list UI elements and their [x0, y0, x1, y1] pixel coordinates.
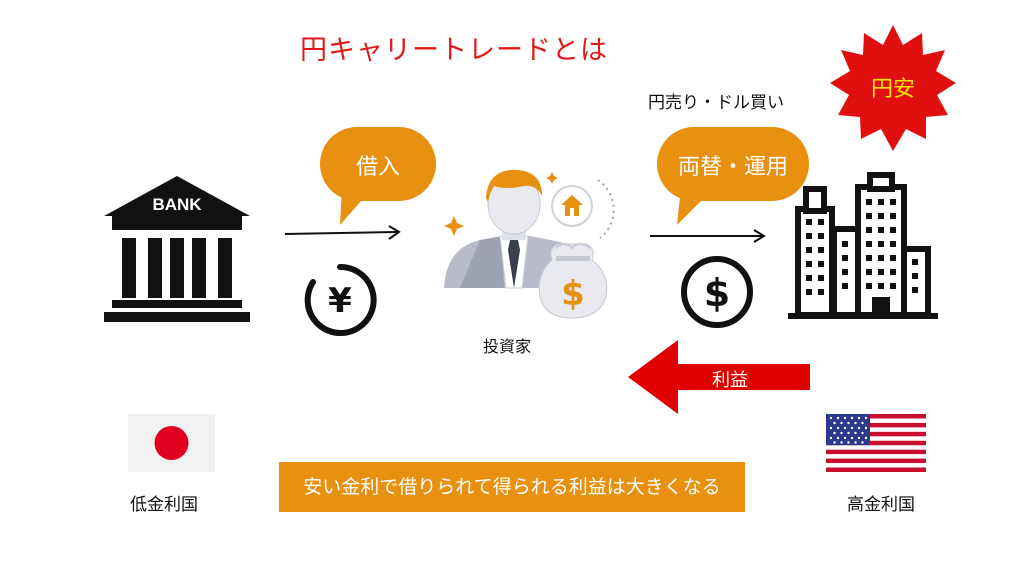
svg-text:¥: ¥	[328, 281, 352, 321]
japan-flag-icon	[128, 414, 215, 472]
bank-icon: BANK	[104, 176, 250, 322]
borrow-speech-bubble: 借入	[320, 127, 436, 225]
exchange-label: 両替・運用	[677, 155, 788, 180]
yen-weak-burst: 円安	[830, 25, 956, 151]
buildings-icon	[788, 172, 938, 319]
speech-bubble-icon	[320, 127, 436, 225]
burst-icon	[830, 25, 956, 151]
us-flag-icon	[826, 414, 926, 472]
investor-label: 投資家	[483, 337, 532, 356]
profit-label: 利益	[712, 370, 748, 391]
yen-weak-label: 円安	[870, 77, 915, 102]
profit-arrow-icon	[628, 340, 810, 414]
arrow-right-icon	[650, 229, 766, 243]
sell-yen-buy-dollar-label: 円売り・ドル買い	[648, 93, 784, 113]
investor-icon: $	[444, 169, 615, 319]
speech-bubble-icon	[657, 127, 809, 225]
page-title: 円キャリートレードとは	[300, 35, 608, 66]
summary-banner: 安い金利で借りられて得られる利益は大きくなる	[279, 462, 745, 512]
arrow-right-icon	[284, 225, 401, 240]
bank-label: BANK	[152, 195, 202, 214]
svg-text:$: $	[704, 271, 730, 315]
dollar-coin-icon: $	[681, 256, 753, 328]
low-rate-country-label: 低金利国	[130, 495, 198, 515]
high-rate-country-label: 高金利国	[847, 495, 915, 515]
svg-text:$: $	[561, 274, 585, 314]
yen-coin-icon: ¥	[304, 263, 377, 336]
exchange-speech-bubble: 両替・運用	[657, 127, 809, 225]
borrow-label: 借入	[355, 155, 400, 180]
